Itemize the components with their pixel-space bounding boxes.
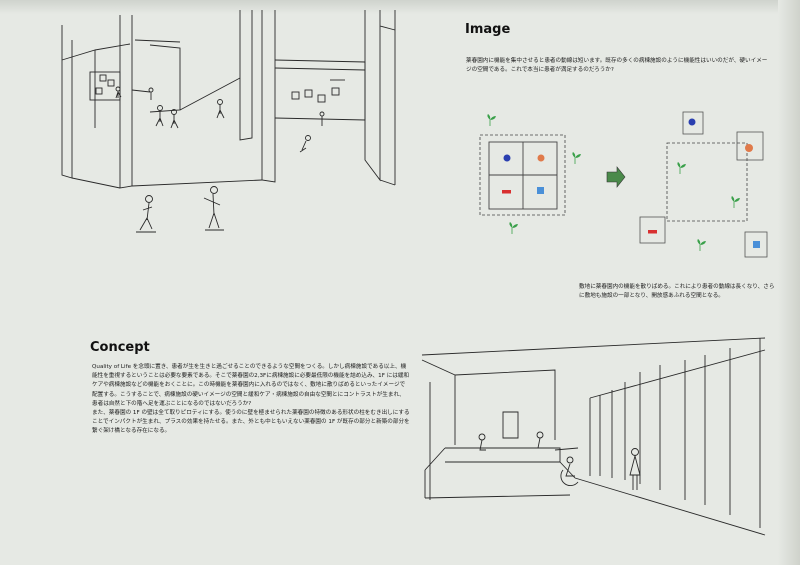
dispersed-room-orange xyxy=(736,131,764,161)
orange-function-dot xyxy=(537,154,545,162)
board-right-edge xyxy=(778,0,800,565)
lightblue-function-dot xyxy=(537,187,544,194)
image-caption-text: 敷地に薬春園内の機能を散りばめる。これにより患者の動線は長くなり、さらに敷地も施… xyxy=(579,284,775,300)
image-lead-text: 薬春園内に機能を集中させると患者の動線は短います。既存の多くの病棟施設のように機… xyxy=(466,58,768,74)
red-function-dot xyxy=(502,190,511,194)
blue-function-dot xyxy=(503,154,511,162)
plant-icons xyxy=(487,114,740,245)
dispersed-room-red xyxy=(639,216,666,244)
concept-body-text: Quality of Life を念頭に置き、患者が生を生きと過ごせることのでき… xyxy=(92,364,410,435)
transform-arrow xyxy=(606,166,626,188)
image-heading: Image xyxy=(465,22,511,37)
dispersed-boundary xyxy=(666,142,748,222)
dispersed-room-lightblue xyxy=(744,231,768,258)
board-top-shadow xyxy=(0,0,800,14)
consolidated-boundary xyxy=(479,134,566,216)
concept-heading: Concept xyxy=(90,340,150,355)
dispersed-room-blue xyxy=(682,111,704,135)
